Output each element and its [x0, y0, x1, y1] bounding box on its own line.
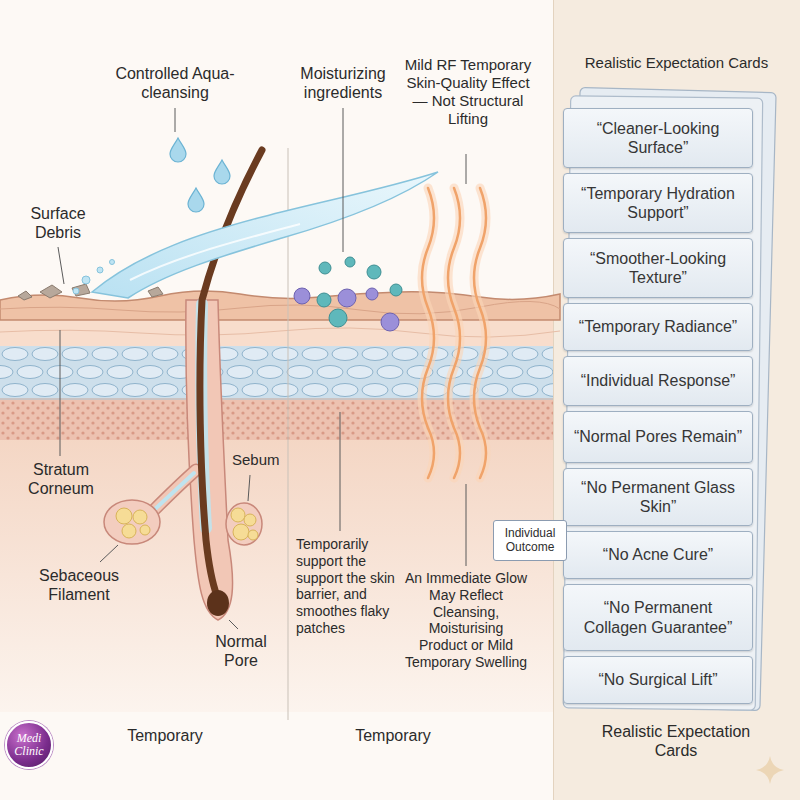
annotation-label: Sebaceous Filament: [24, 566, 134, 604]
annotation-label: Controlled Aqua-cleansing: [110, 64, 240, 102]
label-anchor: Temporarily support the support the skin…: [296, 536, 400, 637]
card-text: “No Acne Cure”: [603, 545, 713, 564]
panel-heading: Realistic Expectation Cards: [553, 54, 800, 72]
card-text: “Cleaner-Looking Surface”: [572, 119, 744, 157]
label-anchor: An Immediate Glow May Reflect Cleansing,…: [403, 570, 529, 671]
expectation-card: “No Permanent Collagen Guarantee”: [563, 584, 753, 651]
annotation-label: Sebum: [232, 451, 286, 469]
label-anchor: Temporary: [343, 726, 443, 745]
card-text: “Temporary Hydration Support”: [572, 184, 744, 222]
card-text: “Temporary Radiance”: [579, 317, 737, 336]
label-anchor: Normal Pore: [206, 632, 276, 670]
label-anchor: Sebum: [232, 451, 286, 469]
logo-text: Medi Clinic: [7, 732, 51, 757]
expectation-card: “Smoother-Looking Texture”: [563, 238, 753, 298]
card-text: “No Surgical Lift”: [598, 670, 717, 689]
annotation-label: Normal Pore: [206, 632, 276, 670]
expectation-card: “No Permanent Glass Skin”: [563, 468, 753, 526]
label-anchor: Controlled Aqua-cleansing: [110, 64, 240, 102]
card-text: “Individual Response”: [581, 371, 736, 390]
annotation-label: Stratum Corneum: [18, 460, 104, 498]
label-anchor: Sebaceous Filament: [24, 566, 134, 604]
panel-text-anchor: Realistic Expectation Cards: [591, 722, 761, 760]
expectation-panel: Realistic Expectation CardsRealistic Exp…: [553, 0, 800, 800]
annotation-label: Temporarily support the support the skin…: [296, 536, 400, 637]
clinic-logo: Medi Clinic: [5, 721, 53, 769]
annotation-label: Mild RF Temporary Skin-Quality Effect — …: [400, 56, 536, 128]
card-text: “No Permanent Collagen Guarantee”: [572, 598, 744, 636]
annotation-label: Surface Debris: [22, 204, 94, 242]
expectation-card: “Cleaner-Looking Surface”: [563, 108, 753, 168]
card-text: “No Permanent Glass Skin”: [572, 478, 744, 516]
panel-text-anchor: Realistic Expectation Cards: [553, 54, 800, 72]
annotation-label: Temporary: [115, 726, 215, 745]
tag-text: Individual Outcome: [497, 526, 563, 555]
expectation-card: “Temporary Hydration Support”: [563, 173, 753, 233]
label-anchor: Moisturizing ingredients: [291, 64, 395, 102]
annotation-label: An Immediate Glow May Reflect Cleansing,…: [403, 570, 529, 671]
expectation-card: “Normal Pores Remain”: [563, 411, 753, 463]
card-text: “Normal Pores Remain”: [574, 427, 742, 446]
panel-heading: Realistic Expectation Cards: [591, 722, 761, 760]
expectation-card: “Individual Response”: [563, 356, 753, 406]
label-anchor: Temporary: [115, 726, 215, 745]
expectation-card: “No Surgical Lift”: [563, 656, 753, 704]
label-anchor: Stratum Corneum: [18, 460, 104, 498]
card-text: “Smoother-Looking Texture”: [572, 249, 744, 287]
outcome-tag: Individual Outcome: [493, 520, 567, 561]
annotation-label: Moisturizing ingredients: [291, 64, 395, 102]
expectation-card: “No Acne Cure”: [563, 531, 753, 579]
label-anchor: Mild RF Temporary Skin-Quality Effect — …: [400, 56, 536, 128]
annotation-label: Temporary: [343, 726, 443, 745]
label-anchor: Surface Debris: [22, 204, 94, 242]
expectation-card: “Temporary Radiance”: [563, 303, 753, 351]
